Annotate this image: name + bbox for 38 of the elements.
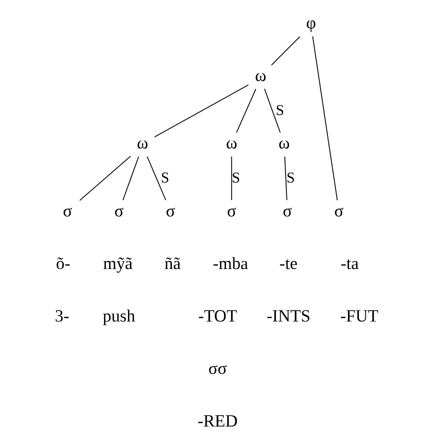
connector [154, 84, 249, 138]
node-text: φ [306, 14, 316, 33]
node-text: σ [166, 201, 176, 220]
edge-label: S [286, 170, 295, 186]
connector [236, 88, 256, 133]
connector [264, 88, 281, 133]
node-text: ω [254, 66, 266, 86]
connector [284, 156, 288, 201]
connector [79, 156, 131, 201]
node-text: ω [226, 134, 238, 153]
connector [312, 36, 338, 201]
label: -ta [340, 254, 359, 273]
label: σσ [208, 359, 227, 378]
node-text: ω [136, 134, 148, 153]
node-text: ω [278, 134, 290, 153]
node-text: σ [282, 201, 292, 220]
node-text: σ [62, 201, 72, 220]
edge-label: S [160, 170, 170, 186]
edge-label: S [276, 102, 284, 119]
label: ñã [164, 254, 181, 273]
label: -mba [212, 254, 248, 273]
connector [271, 36, 300, 66]
label: -INTS [266, 306, 310, 326]
connector [122, 156, 140, 201]
label: -te [279, 254, 298, 273]
connector [231, 156, 232, 201]
label: õ- [56, 254, 70, 273]
node-text: σ [227, 201, 236, 220]
label: -TOT [198, 306, 238, 326]
node-text: σ [114, 201, 124, 220]
node-text: σ [334, 201, 344, 220]
label: -FUT [340, 306, 378, 326]
label: push [102, 306, 136, 326]
connector [146, 156, 166, 201]
label: mỹã [103, 254, 133, 273]
label: -RED [198, 412, 238, 431]
label: 3- [54, 306, 70, 326]
edge-label: S [232, 170, 240, 186]
